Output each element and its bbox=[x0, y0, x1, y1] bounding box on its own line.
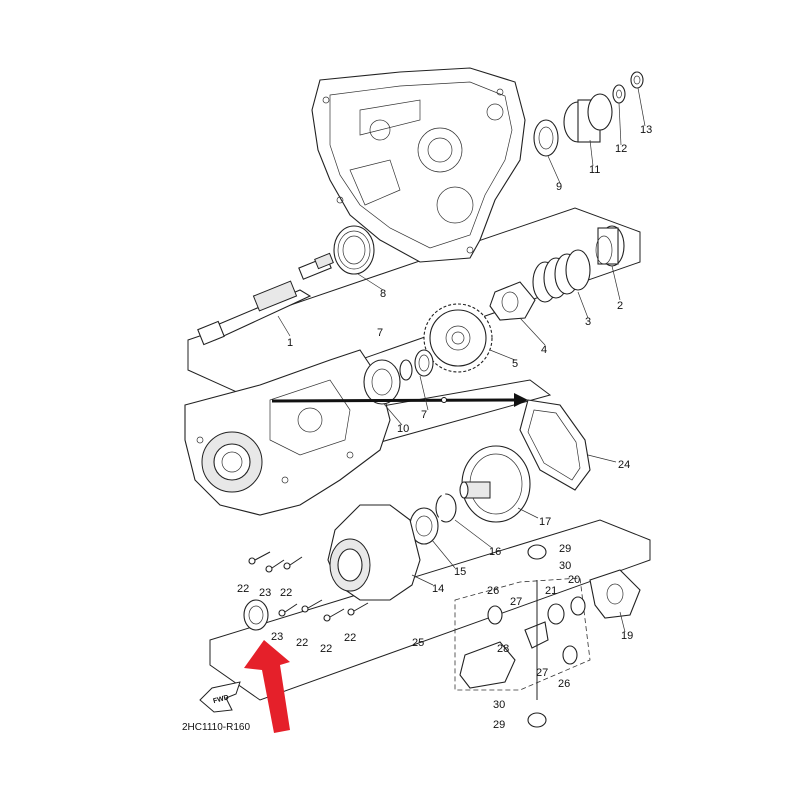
part-number-labels: 1 2 3 4 5 7 7 8 9 10 11 12 13 14 15 16 1… bbox=[237, 124, 652, 731]
part-seal-left bbox=[243, 599, 269, 631]
label-8: 8 bbox=[380, 288, 386, 300]
label-20: 20 bbox=[568, 574, 580, 586]
label-13: 13 bbox=[640, 124, 652, 136]
crankcase-lower bbox=[184, 349, 391, 516]
label-29-bottom: 29 bbox=[493, 719, 505, 731]
lower-assembly-frame bbox=[209, 519, 651, 701]
part-4-sleeve bbox=[489, 281, 536, 321]
label-24: 24 bbox=[618, 459, 630, 471]
label-22-d: 22 bbox=[320, 643, 332, 655]
part-26-cap-a bbox=[487, 605, 503, 625]
label-19: 19 bbox=[621, 630, 633, 642]
part-5-gear bbox=[423, 303, 493, 373]
part-29-cap-top bbox=[527, 544, 547, 560]
part-1-shaft bbox=[197, 252, 334, 346]
label-5: 5 bbox=[512, 358, 518, 370]
label-7-b: 7 bbox=[421, 409, 427, 421]
label-30-bottom: 30 bbox=[493, 699, 505, 711]
diagram-code: 2HC1110-R160 bbox=[182, 722, 250, 733]
part-25-assembly-box bbox=[454, 577, 591, 691]
label-22-b: 22 bbox=[280, 587, 292, 599]
label-7-a: 7 bbox=[377, 327, 383, 339]
label-23-a: 23 bbox=[259, 587, 271, 599]
label-25: 25 bbox=[412, 637, 424, 649]
label-2: 2 bbox=[617, 300, 623, 312]
part-8-bearing bbox=[333, 225, 375, 275]
part-yoke-lower bbox=[459, 641, 516, 689]
part-28-spider bbox=[524, 580, 549, 700]
label-11: 11 bbox=[589, 164, 600, 176]
label-16: 16 bbox=[489, 546, 501, 558]
crankcase-upper bbox=[311, 67, 526, 263]
label-22-a: 22 bbox=[237, 583, 249, 595]
fwd-icon: FWD bbox=[199, 681, 241, 713]
fwd-label: FWD bbox=[212, 694, 229, 705]
label-14: 14 bbox=[432, 583, 444, 595]
part-9-oil-seal bbox=[533, 119, 559, 157]
part-24-gasket bbox=[519, 399, 591, 491]
highlight-arrow-shape bbox=[244, 640, 290, 733]
label-4: 4 bbox=[541, 344, 547, 356]
label-27-a: 27 bbox=[510, 596, 522, 608]
part-29-cap-bottom bbox=[527, 712, 547, 728]
part-7-washer-b bbox=[414, 349, 434, 377]
assembly-direction-arrow bbox=[271, 393, 528, 407]
label-15: 15 bbox=[454, 566, 466, 578]
part-10-bearing bbox=[363, 359, 401, 405]
part-12-washer bbox=[612, 84, 626, 104]
part-13-nut bbox=[630, 71, 644, 89]
part-17-housing bbox=[459, 445, 531, 523]
bolts bbox=[248, 551, 369, 622]
label-21: 21 bbox=[545, 585, 557, 597]
part-2-collar bbox=[595, 225, 625, 267]
label-27-b: 27 bbox=[536, 667, 548, 679]
part-21-bearing-cap bbox=[547, 603, 565, 625]
part-26-cap-b bbox=[562, 645, 578, 665]
label-10: 10 bbox=[397, 423, 409, 435]
part-3-spring bbox=[532, 249, 591, 303]
part-19-yoke bbox=[589, 569, 641, 619]
part-15-bearing bbox=[409, 507, 439, 545]
part-11-bushing bbox=[563, 93, 613, 143]
part-7-washer-a bbox=[399, 359, 413, 381]
upper-assembly-frame bbox=[187, 207, 641, 399]
label-28: 28 bbox=[497, 643, 509, 655]
label-9: 9 bbox=[556, 181, 562, 193]
highlight-arrow bbox=[244, 640, 290, 733]
label-29-top: 29 bbox=[559, 543, 571, 555]
label-12: 12 bbox=[615, 143, 627, 155]
label-1: 1 bbox=[287, 337, 293, 349]
part-16-circlip bbox=[435, 493, 457, 523]
part-14-cover bbox=[327, 504, 421, 601]
label-30-top: 30 bbox=[559, 560, 571, 572]
label-22-e: 22 bbox=[344, 632, 356, 644]
label-23-b: 23 bbox=[271, 631, 283, 643]
part-20-washer bbox=[570, 596, 586, 616]
label-17: 17 bbox=[539, 516, 551, 528]
label-3: 3 bbox=[585, 316, 591, 328]
label-26-a: 26 bbox=[487, 585, 499, 597]
label-22-c: 22 bbox=[296, 637, 308, 649]
label-26-b: 26 bbox=[558, 678, 570, 690]
leader-lines bbox=[277, 87, 646, 633]
